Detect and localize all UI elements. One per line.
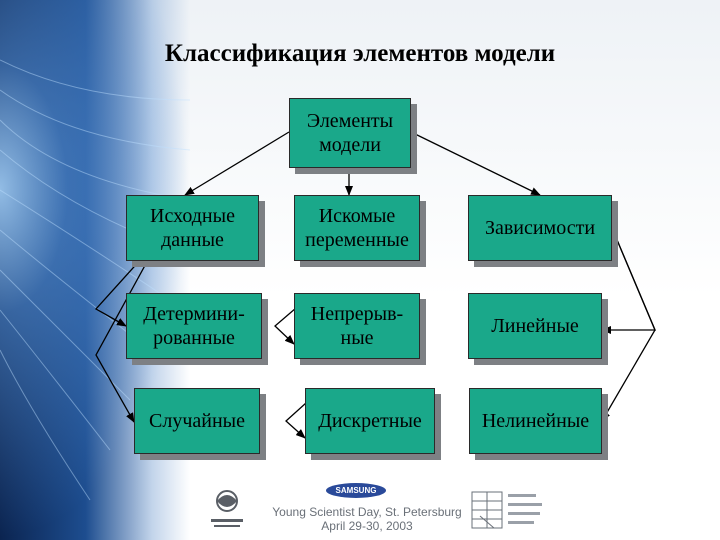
box-model-elements: Элементы модели — [289, 98, 411, 168]
box-linear: Линейные — [468, 293, 602, 359]
box-dependencies: Зависимости — [468, 195, 612, 261]
slide-title: Классификация элементов модели — [164, 40, 556, 67]
footer-event: Young Scientist Day, St. Petersburg — [272, 505, 462, 519]
arrow-root-to-dependencies — [410, 131, 541, 196]
box-sought-variables: Искомые переменные — [294, 195, 420, 261]
footer-text: Young Scientist Day, St. Petersburg Apri… — [262, 505, 472, 533]
footer-date: April 29-30, 2003 — [321, 519, 413, 533]
ioffe-logo-icon — [471, 491, 542, 529]
spbu-logo-icon — [211, 490, 243, 527]
fiber-strands-decoration — [0, 59, 191, 501]
arrow-input-to-deterministic — [94, 237, 161, 327]
box-continuous: Непрерыв-ные — [294, 293, 420, 359]
samsung-logo-icon: SAMSUNG — [326, 483, 386, 498]
arrow-to-discrete — [285, 402, 307, 439]
box-input-data: Исходные данные — [126, 195, 259, 261]
box-deterministic: Детермини-рованные — [126, 293, 262, 359]
arrow-root-to-input — [184, 131, 290, 196]
arrow-input-to-random — [95, 237, 161, 423]
arrow-dependencies-to-nonlinear — [601, 227, 656, 422]
arrow-to-continuous — [274, 307, 297, 345]
box-nonlinear: Нелинейные — [469, 388, 602, 454]
box-random: Случайные — [134, 388, 260, 454]
box-discrete: Дискретные — [305, 388, 435, 454]
